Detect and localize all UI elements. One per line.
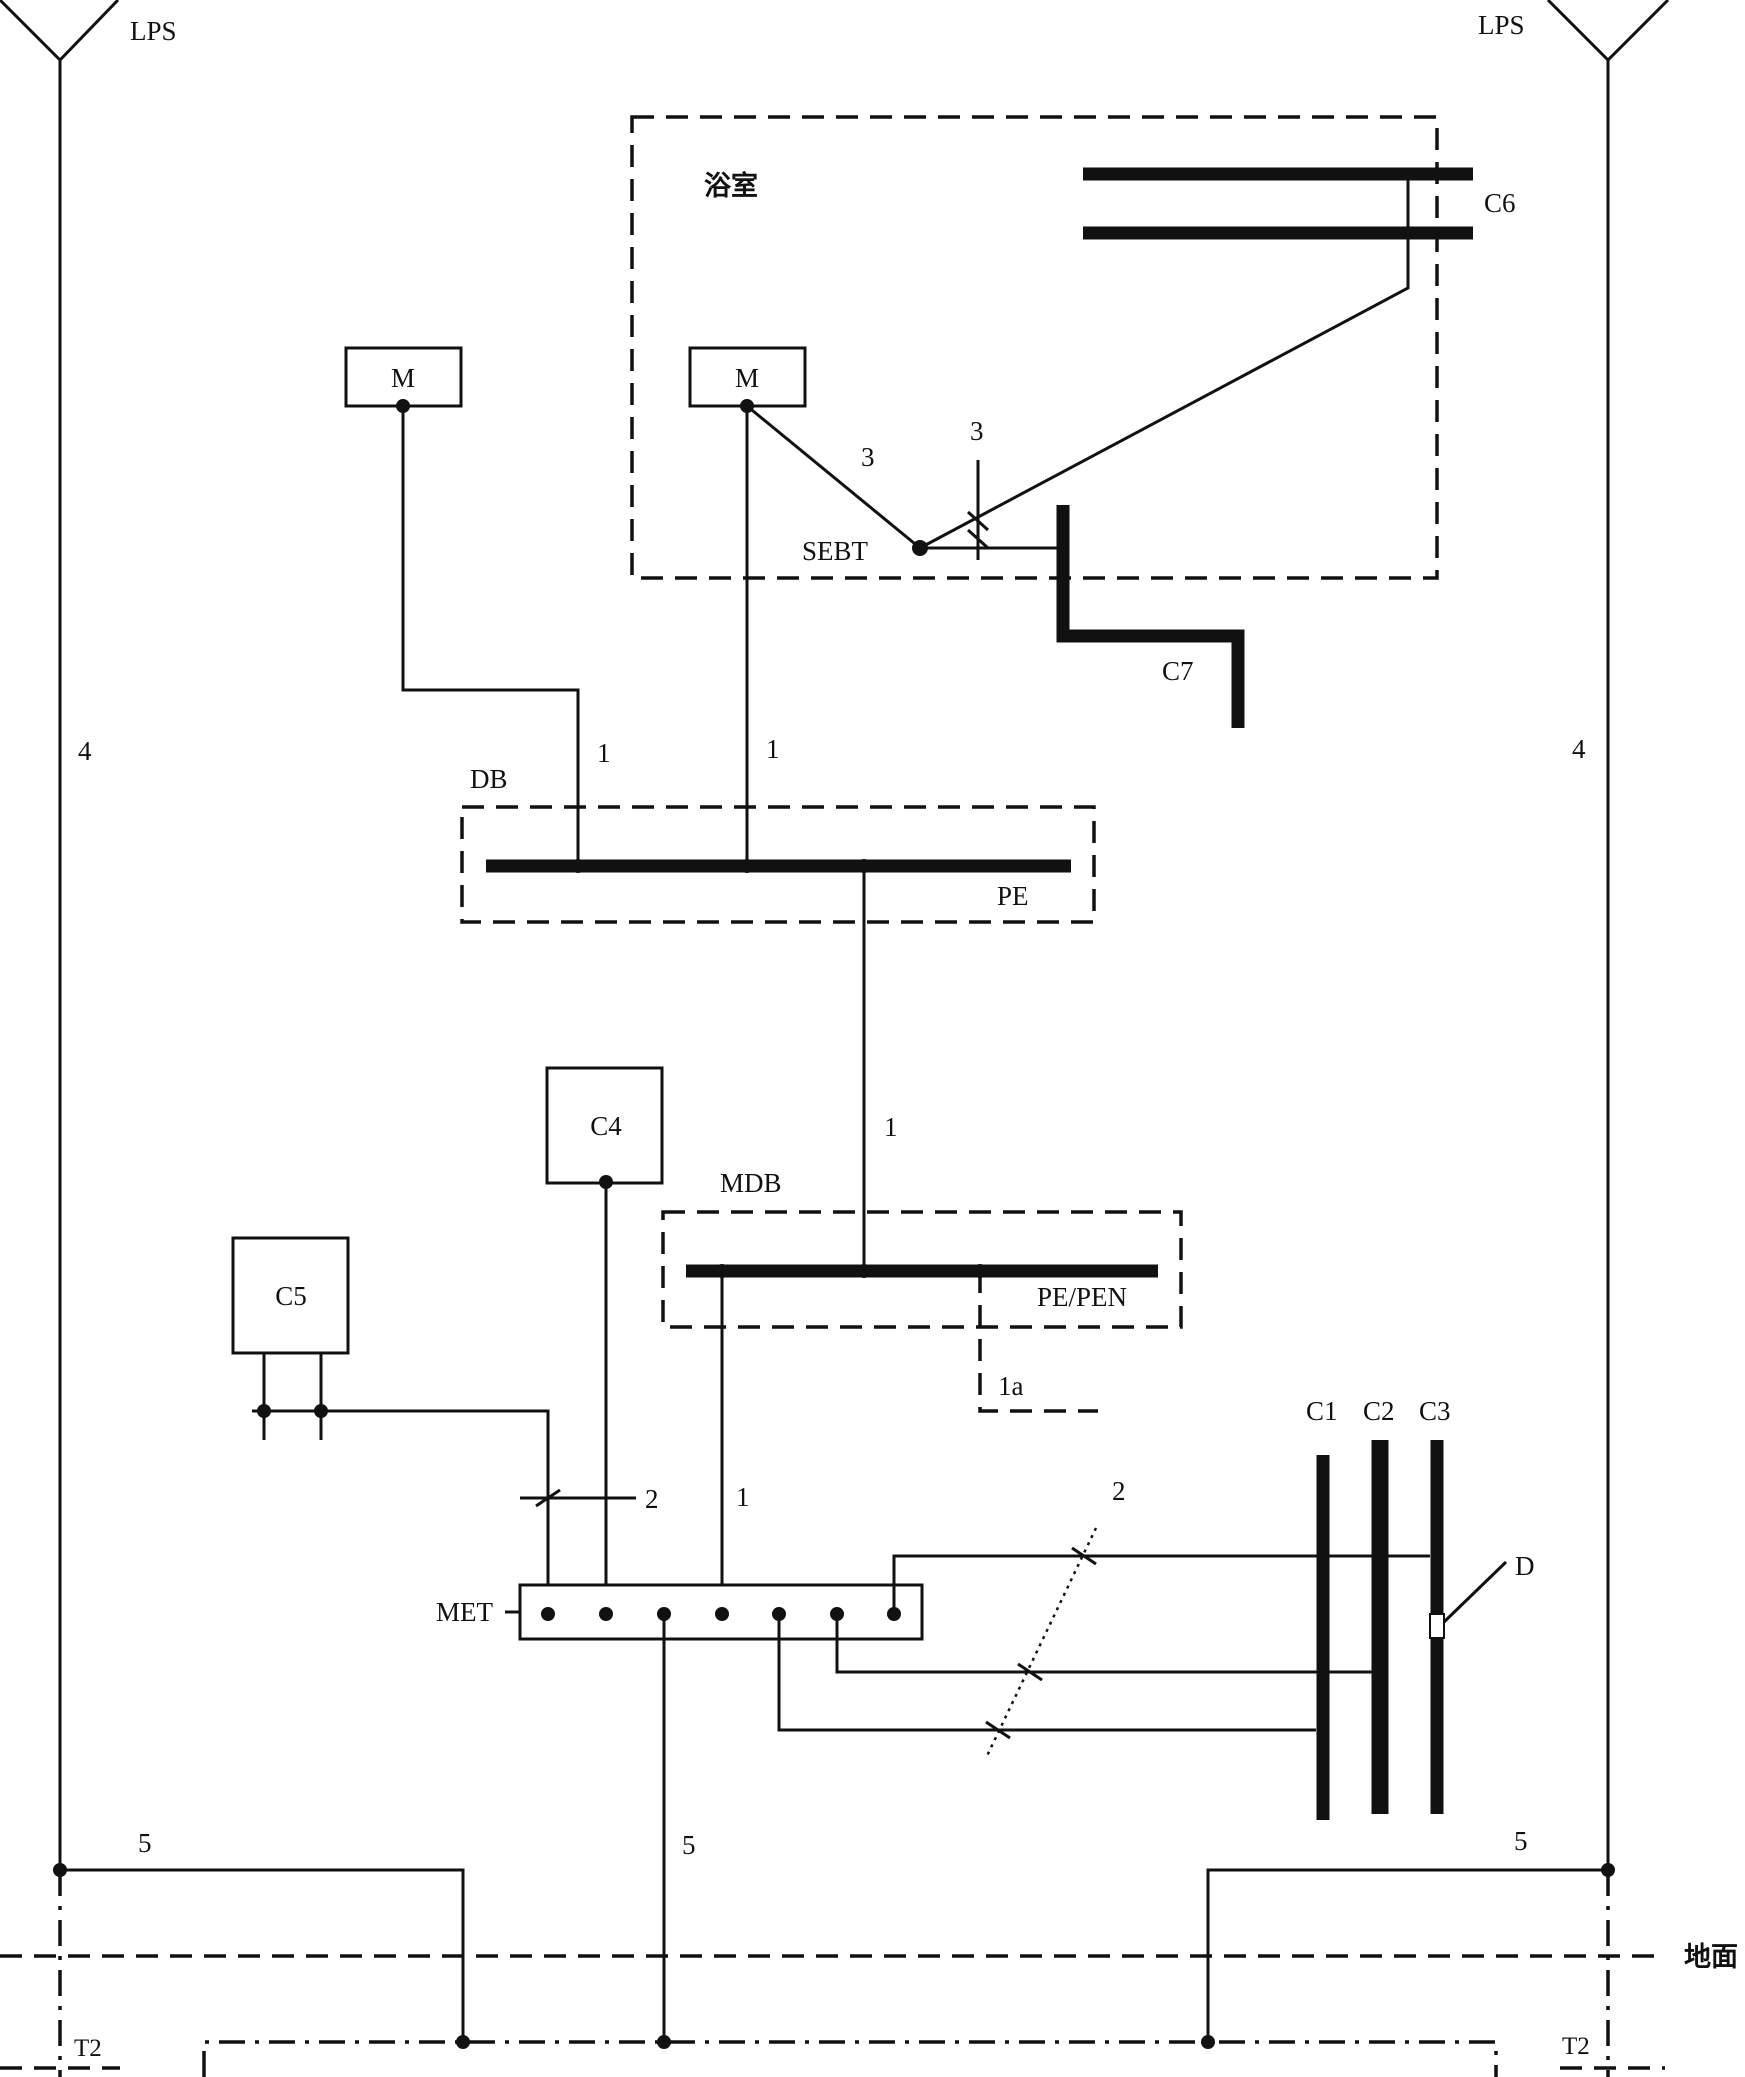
pe-pen-label: PE/PEN bbox=[1037, 1282, 1127, 1312]
db-terminal-1 bbox=[571, 859, 585, 873]
met-terminal-2 bbox=[599, 1607, 613, 1621]
distribution-board-boundary bbox=[460, 805, 1096, 924]
conductor-c5-to-met bbox=[321, 1409, 550, 1614]
conductor-1a-label: 1a bbox=[998, 1371, 1024, 1401]
lps-left-label: LPS bbox=[130, 16, 177, 46]
conductor-1-mdb-label: 1 bbox=[884, 1112, 898, 1142]
conductor-2-met-to-c3 bbox=[892, 1554, 1430, 1614]
crossing-tick-a bbox=[966, 510, 990, 532]
c6-label: C6 bbox=[1484, 188, 1516, 218]
bathroom-boundary bbox=[630, 115, 1439, 580]
d-label: D bbox=[1515, 1551, 1535, 1581]
crossing-tick-d bbox=[1071, 1546, 1097, 1566]
bathroom-label: 浴室 bbox=[704, 170, 758, 202]
d-leader bbox=[1442, 1560, 1508, 1624]
conductor-sebt-to-c6 bbox=[919, 174, 1410, 550]
conductor-2-met-to-c1 bbox=[777, 1614, 1316, 1732]
crossing-tick-b bbox=[966, 528, 990, 550]
conductor-2-met-to-c2 bbox=[835, 1614, 1372, 1674]
conductor-4-right-label: 4 bbox=[1572, 734, 1586, 764]
conductor-1a-incoming bbox=[978, 1271, 1098, 1413]
main-distribution-board-boundary bbox=[661, 1210, 1183, 1329]
conductor-1-m-left-to-db bbox=[401, 406, 580, 866]
c5-box bbox=[231, 1236, 350, 1355]
mdb-label: MDB bbox=[720, 1168, 782, 1198]
lps-right-air-terminal bbox=[1546, 0, 1670, 63]
bathroom-equipment-label: M bbox=[735, 363, 759, 393]
conductor-2-group-marker bbox=[984, 1527, 1098, 1759]
conductor-5-right-label: 5 bbox=[1514, 1826, 1528, 1856]
c4-label: C4 bbox=[590, 1111, 622, 1141]
crossing-tick-c bbox=[535, 1488, 561, 1508]
conductor-4-left-label: 4 bbox=[78, 736, 92, 766]
conductor-1-db-left-label: 1 bbox=[597, 738, 611, 768]
met-terminal-1 bbox=[541, 1607, 555, 1621]
db-terminal-2 bbox=[740, 859, 754, 873]
met-terminal-4 bbox=[715, 1607, 729, 1621]
conductor-5-mid-label: 5 bbox=[682, 1830, 696, 1860]
c3-label: C3 bbox=[1419, 1396, 1451, 1426]
c2-label: C2 bbox=[1363, 1396, 1395, 1426]
lps-right-label: LPS bbox=[1478, 10, 1525, 40]
conductor-3-label-b: 3 bbox=[970, 416, 984, 446]
db-label: DB bbox=[470, 764, 508, 794]
t2-right-label: T2 bbox=[1562, 2033, 1590, 2060]
mdb-terminal-2 bbox=[857, 1264, 871, 1278]
met-label: MET bbox=[436, 1597, 494, 1627]
conductor-5-left bbox=[60, 1868, 465, 2042]
foundation-earth-electrode bbox=[202, 2040, 1498, 2077]
lps-left-air-terminal bbox=[0, 0, 120, 63]
lps-left-conductor bbox=[0, 0, 120, 2077]
c7-label: C7 bbox=[1162, 656, 1194, 686]
equipment-left-label: M bbox=[391, 363, 415, 393]
conductor-2-left-label: 2 bbox=[645, 1484, 659, 1514]
ground-label: 地面 bbox=[1684, 1942, 1738, 1973]
crossing-tick-e bbox=[1017, 1662, 1043, 1682]
conductor-2-right-label: 2 bbox=[1112, 1476, 1126, 1506]
c7-pipe bbox=[1056, 505, 1245, 728]
sebt-label: SEBT bbox=[802, 536, 869, 566]
conductor-1-met-label: 1 bbox=[736, 1482, 750, 1512]
earth-junction-3 bbox=[1201, 2035, 1215, 2049]
conductor-5-left-label: 5 bbox=[138, 1828, 152, 1858]
insulating-insert-d bbox=[1429, 1613, 1445, 1639]
earth-junction-2 bbox=[657, 2035, 671, 2049]
c5-label: C5 bbox=[275, 1281, 307, 1311]
c1-label: C1 bbox=[1306, 1396, 1338, 1426]
conductor-3-label-a: 3 bbox=[861, 442, 875, 472]
conductor-3-m-to-sebt bbox=[746, 404, 921, 550]
t2-left-label: T2 bbox=[74, 2035, 102, 2062]
pe-label: PE bbox=[997, 881, 1029, 911]
conductor-1-db-right-label: 1 bbox=[766, 734, 780, 764]
lps-right-conductor bbox=[1546, 0, 1670, 2077]
conductor-5-right bbox=[1206, 1868, 1608, 2042]
earth-junction-1 bbox=[456, 2035, 470, 2049]
crossing-tick-f bbox=[985, 1720, 1011, 1740]
